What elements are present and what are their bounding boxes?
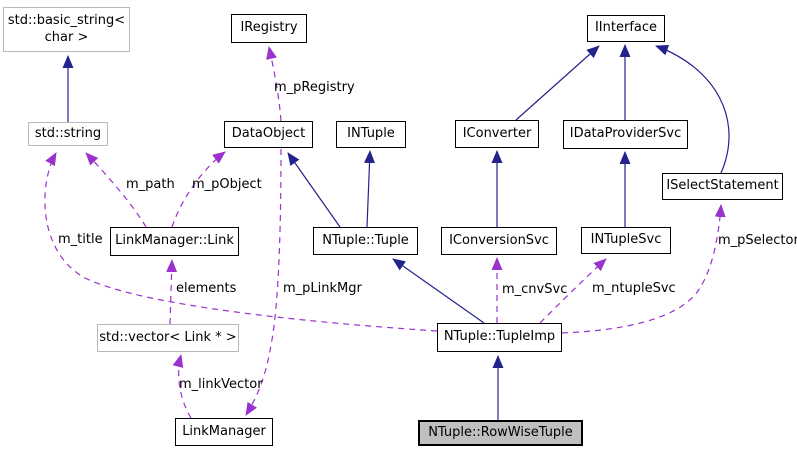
inherit-tupleimp-tuple-arrow [392,258,485,324]
node-iselectstatement[interactable]: ISelectStatement [662,173,783,200]
node-std-vector-link: std::vector< Link * > [97,324,239,352]
usage-m-plinkmgr-arrow [245,148,282,416]
edge-label-m-cnvsvc: m_cnvSvc [502,282,568,297]
node-linkmanager[interactable]: LinkManager [175,418,273,446]
inherit-tuple-dataobject-arrow [287,152,341,228]
node-iconverter[interactable]: IConverter [455,120,539,148]
usage-m-ntuplesvc-arrow [539,258,607,324]
node-dataobject[interactable]: DataObject [224,121,313,148]
node-idataprovidersvc[interactable]: IDataProviderSvc [563,120,688,149]
usage-m-pobject-arrow [171,151,226,228]
edge-label-m-pselector: m_pSelector [718,233,797,248]
node-iinterface[interactable]: IInterface [587,15,665,42]
usage-m-pregistry-arrow [266,46,282,122]
inherit-iconverter-iinterface-arrow [515,45,600,121]
usage-m-linkvector-arrow [172,354,192,419]
usage-m-pselector-arrow [561,204,726,334]
node-iconversionsvc[interactable]: IConversionSvc [441,227,557,255]
node-intuple[interactable]: INTuple [336,121,406,148]
node-iregistry[interactable]: IRegistry [231,14,307,43]
edge-label-m-ntuplesvc: m_ntupleSvc [592,281,676,296]
usage-m-path-arrow [85,152,147,228]
node-intuplesvc[interactable]: INTupleSvc [581,227,671,254]
node-linkmanager-link[interactable]: LinkManager::Link [110,227,239,256]
edge-label-elements: elements [176,281,237,296]
edge-label-m-pobject: m_pObject [192,177,262,192]
usage-elements-arrow [166,259,178,325]
node-std-basic-string: std::basic_string< char > [3,7,130,52]
edge-label-m-pregistry: m_pRegistry [274,80,355,95]
node-ntuple-tupleimp[interactable]: NTuple::TupleImp [437,323,562,352]
edge-label-m-linkvector: m_linkVector [179,377,263,392]
edge-label-m-title: m_title [58,232,103,247]
usage-m-title-arrow [44,152,438,332]
node-std-string: std::string [28,122,108,146]
inherit-tuple-intuple-arrow [364,150,376,228]
edge-label-m-path: m_path [126,177,175,192]
node-ntuple-tuple[interactable]: NTuple::Tuple [313,227,418,255]
inherit-iselectstatement-iinterface-arrow [655,44,730,174]
node-ntuple-rowwisetuple: NTuple::RowWiseTuple [418,420,583,446]
edge-label-m-plinkmgr: m_pLinkMgr [283,281,362,296]
